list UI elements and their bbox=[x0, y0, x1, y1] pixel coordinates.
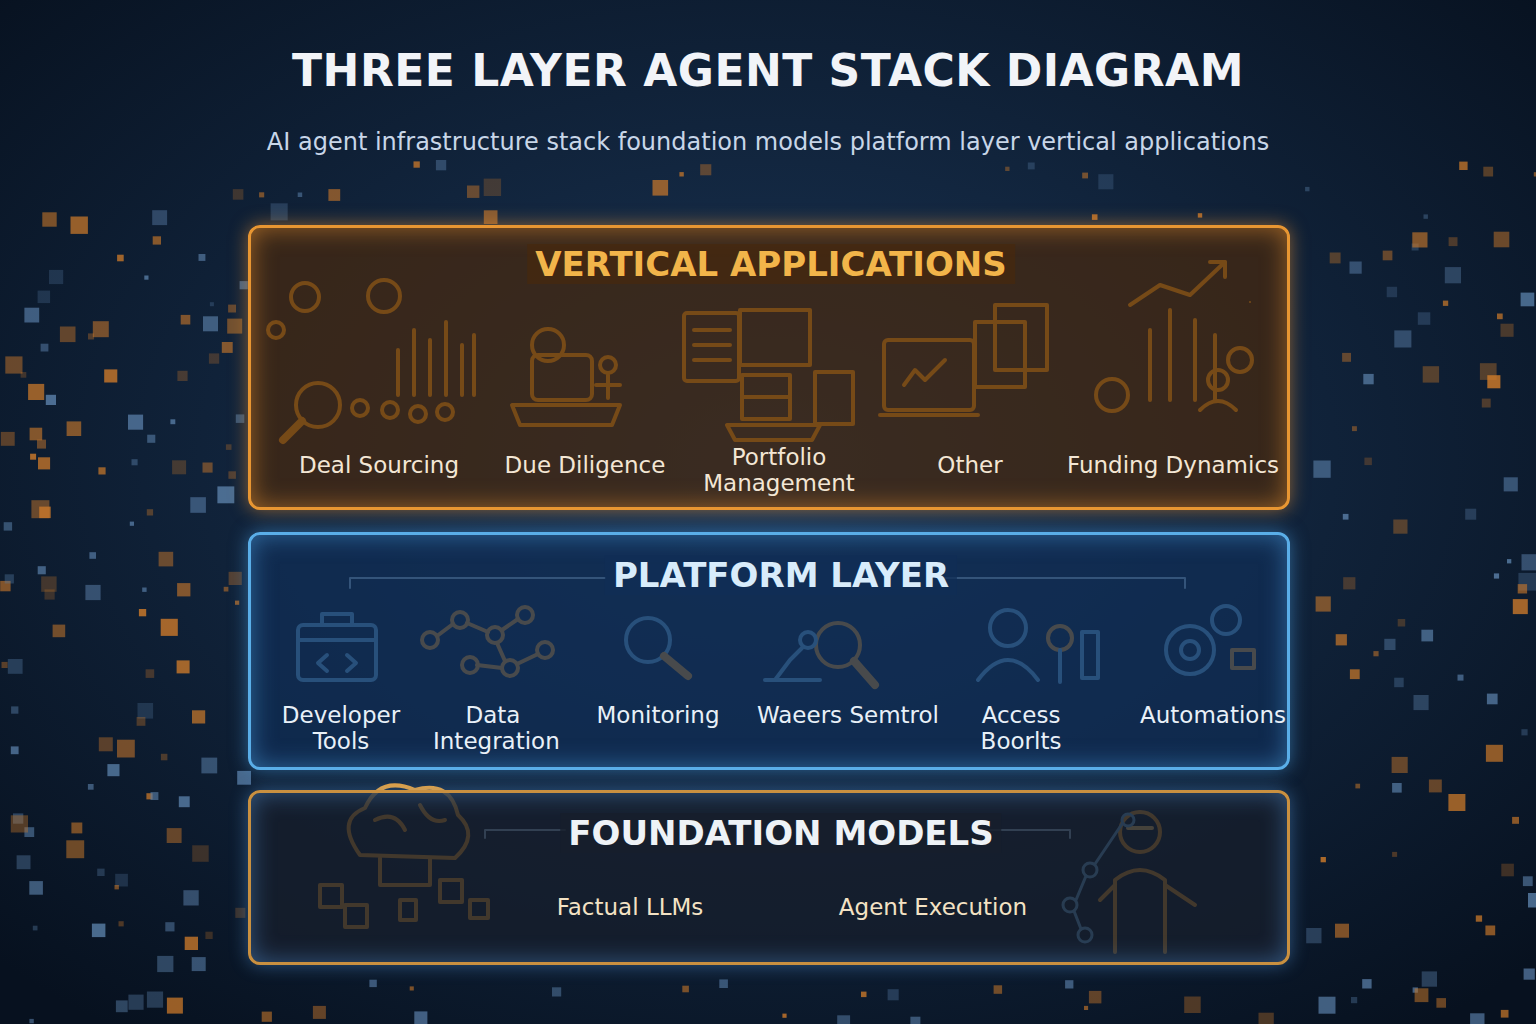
item-label: Deal Sourcing bbox=[284, 452, 474, 478]
item-label: Factual LLMs bbox=[510, 894, 750, 920]
subtitle: AI agent infrastructure stack foundation… bbox=[267, 128, 1269, 156]
item-label: Due Diligence bbox=[495, 452, 675, 478]
item-label: Monitoring bbox=[578, 702, 738, 728]
item-label: Developer Tools bbox=[276, 702, 406, 755]
layer-band: FOUNDATION MODELS Factual LLMs Agent Execu… bbox=[248, 790, 1290, 965]
item-label: Waeers Semtrol bbox=[748, 702, 948, 728]
layer-band: VERTICAL APPLICATIONS Deal Sourcing Due Di… bbox=[248, 225, 1290, 510]
item-label: Access Boorlts bbox=[961, 702, 1081, 755]
item-label: Automations bbox=[1128, 702, 1298, 728]
layer-band: PLATFORM LAYER Developer Tools Data Integr… bbox=[248, 532, 1290, 770]
layer-heading: VERTICAL APPLICATIONS bbox=[527, 244, 1015, 284]
layer-heading: PLATFORM LAYER bbox=[605, 555, 957, 595]
item-label: Portfolio Management bbox=[699, 444, 859, 497]
layer-heading: FOUNDATION MODELS bbox=[560, 813, 1001, 853]
item-label: Other bbox=[910, 452, 1030, 478]
item-label: Funding Dynamics bbox=[1063, 452, 1283, 478]
title: THREE LAYER AGENT STACK DIAGRAM bbox=[292, 45, 1244, 96]
item-label: Agent Execution bbox=[803, 894, 1063, 920]
item-label: Data Integration bbox=[433, 702, 553, 755]
